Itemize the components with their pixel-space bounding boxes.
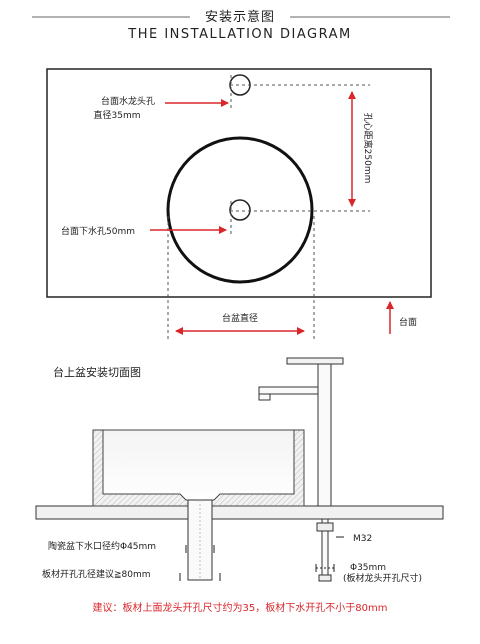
faucet-hole-label-line2: 直径35mm xyxy=(94,109,141,121)
page-title-en: THE INSTALLATION DIAGRAM xyxy=(128,27,352,42)
drain-hole xyxy=(229,199,251,221)
countertop-outline xyxy=(46,68,432,298)
page-title-cn: 安装示意图 xyxy=(204,10,275,25)
board-hole-label: 板材开孔孔径建议≧80mm xyxy=(42,568,151,580)
section-view-title: 台上盆安装切面图 xyxy=(53,365,141,379)
drain-hole-label: 台面下水孔50mm xyxy=(61,225,135,237)
basin-diameter-label: 台盆直径 xyxy=(222,312,258,324)
basin-circle xyxy=(166,136,314,284)
drain-dimension-lines xyxy=(179,545,221,581)
installation-advice-note: 建议：板材上面龙头开孔尺寸约为35，板材下水开孔不小于80mm xyxy=(93,601,388,614)
faucet xyxy=(258,357,344,582)
countertop-label: 台面 xyxy=(399,316,417,328)
hole-distance-label: 孔心距离250mm xyxy=(362,113,374,184)
faucet-hole-section-label-line2: (板材龙头开孔尺寸) xyxy=(343,572,422,584)
faucet-dimension-lines xyxy=(315,536,344,572)
thread-label: M32 xyxy=(353,534,372,544)
basin-section xyxy=(92,429,305,507)
center-lines xyxy=(167,75,370,340)
faucet-hole-label-line1: 台面水龙头孔 xyxy=(101,95,155,107)
faucet-hole-section-label-line1: Φ35mm xyxy=(350,563,386,573)
drain-pipe xyxy=(187,499,213,581)
countertop-slab xyxy=(35,505,444,520)
drain-outlet-label: 陶瓷盆下水口径约Φ45mm xyxy=(48,540,156,552)
